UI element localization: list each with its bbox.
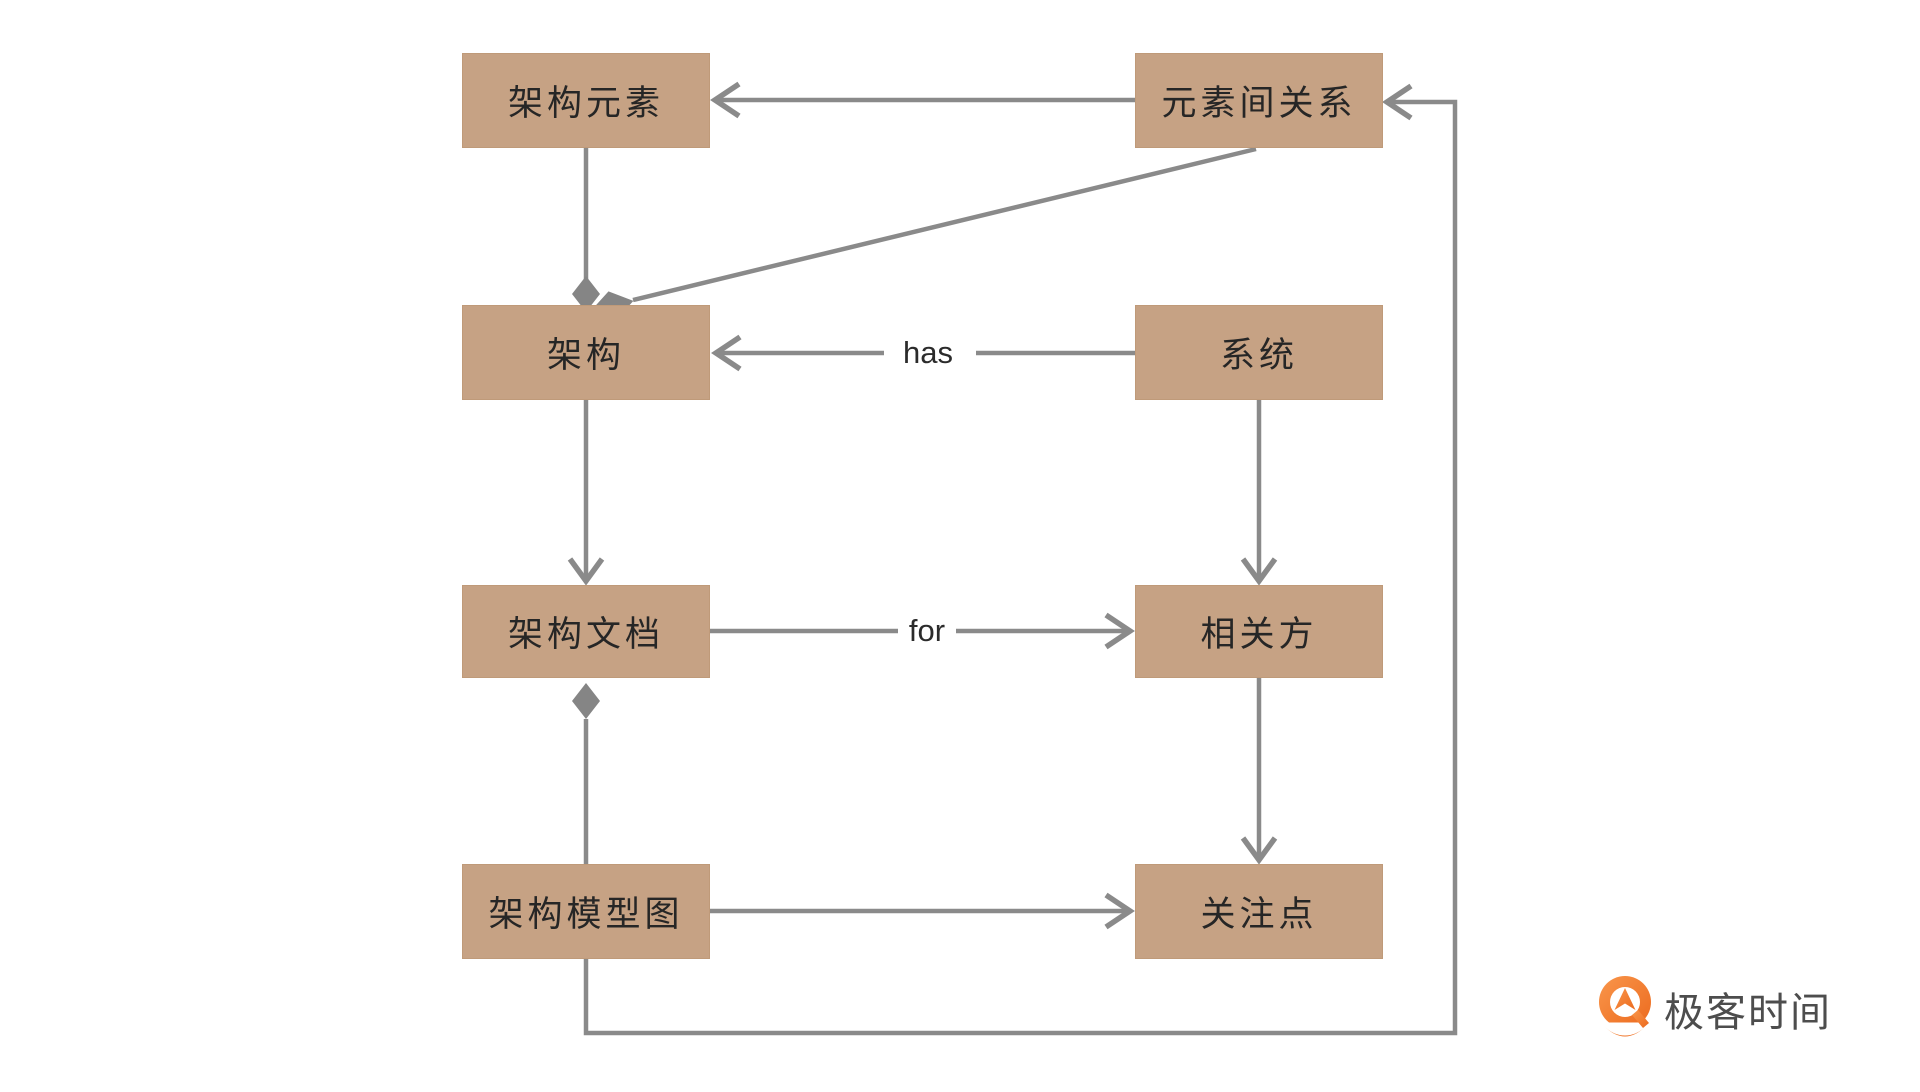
arrowhead-left-icon [1382,83,1413,121]
arrowhead-left-icon [711,334,742,372]
arrowhead-right-icon [1104,892,1135,930]
arrowhead-left-icon [710,81,741,119]
edge-archmodel-to-concern [710,892,1135,930]
node-label: 系统 [1219,336,1298,375]
arrowhead-down-icon [1240,836,1278,865]
aggregation-diamond-icon [572,683,600,719]
node-architecture-document: 架构文档 [462,585,710,678]
edge-system-has-architecture [711,334,1135,372]
edge-label-for: for [908,613,946,648]
edge-archdoc-for-stakeholder [710,612,1135,650]
node-concern: 关注点 [1135,864,1383,959]
edge-system-to-stakeholder [1240,400,1278,586]
edge-label-has: has [903,335,953,370]
arrowhead-down-icon [567,557,605,586]
node-label: 架构模型图 [488,895,684,934]
node-label: 架构元素 [507,84,664,123]
arrowhead-right-icon [1104,612,1135,650]
edge-element-to-architecture [572,148,600,312]
node-architecture: 架构 [462,305,710,400]
node-label: 关注点 [1200,895,1318,934]
geektime-logo: 极客时间 [1598,976,1832,1042]
edge-architecture-to-archdoc [567,400,605,586]
node-label: 元素间关系 [1161,84,1357,123]
node-label: 架构 [546,336,625,375]
node-architecture-model-diagram: 架构模型图 [462,864,710,959]
geektime-logo-text: 极客时间 [1664,991,1832,1035]
geektime-logo-icon [1598,976,1652,1037]
edge-relation-to-architecture [590,146,1257,321]
node-label: 相关方 [1200,615,1318,654]
node-stakeholder: 相关方 [1135,585,1383,678]
edge-archmodel-to-archdoc [572,683,600,864]
composition-diamond-icon [572,276,600,312]
edge-relation-to-element [710,81,1137,119]
edge-archmodel-to-relation-loop [583,83,1458,1036]
node-element-relationship: 元素间关系 [1135,53,1383,148]
edge-stakeholder-to-concern [1240,678,1278,865]
arrowhead-down-icon [1240,557,1278,586]
node-architecture-element: 架构元素 [462,53,710,148]
node-label: 架构文档 [507,615,664,654]
node-system: 系统 [1135,305,1383,400]
